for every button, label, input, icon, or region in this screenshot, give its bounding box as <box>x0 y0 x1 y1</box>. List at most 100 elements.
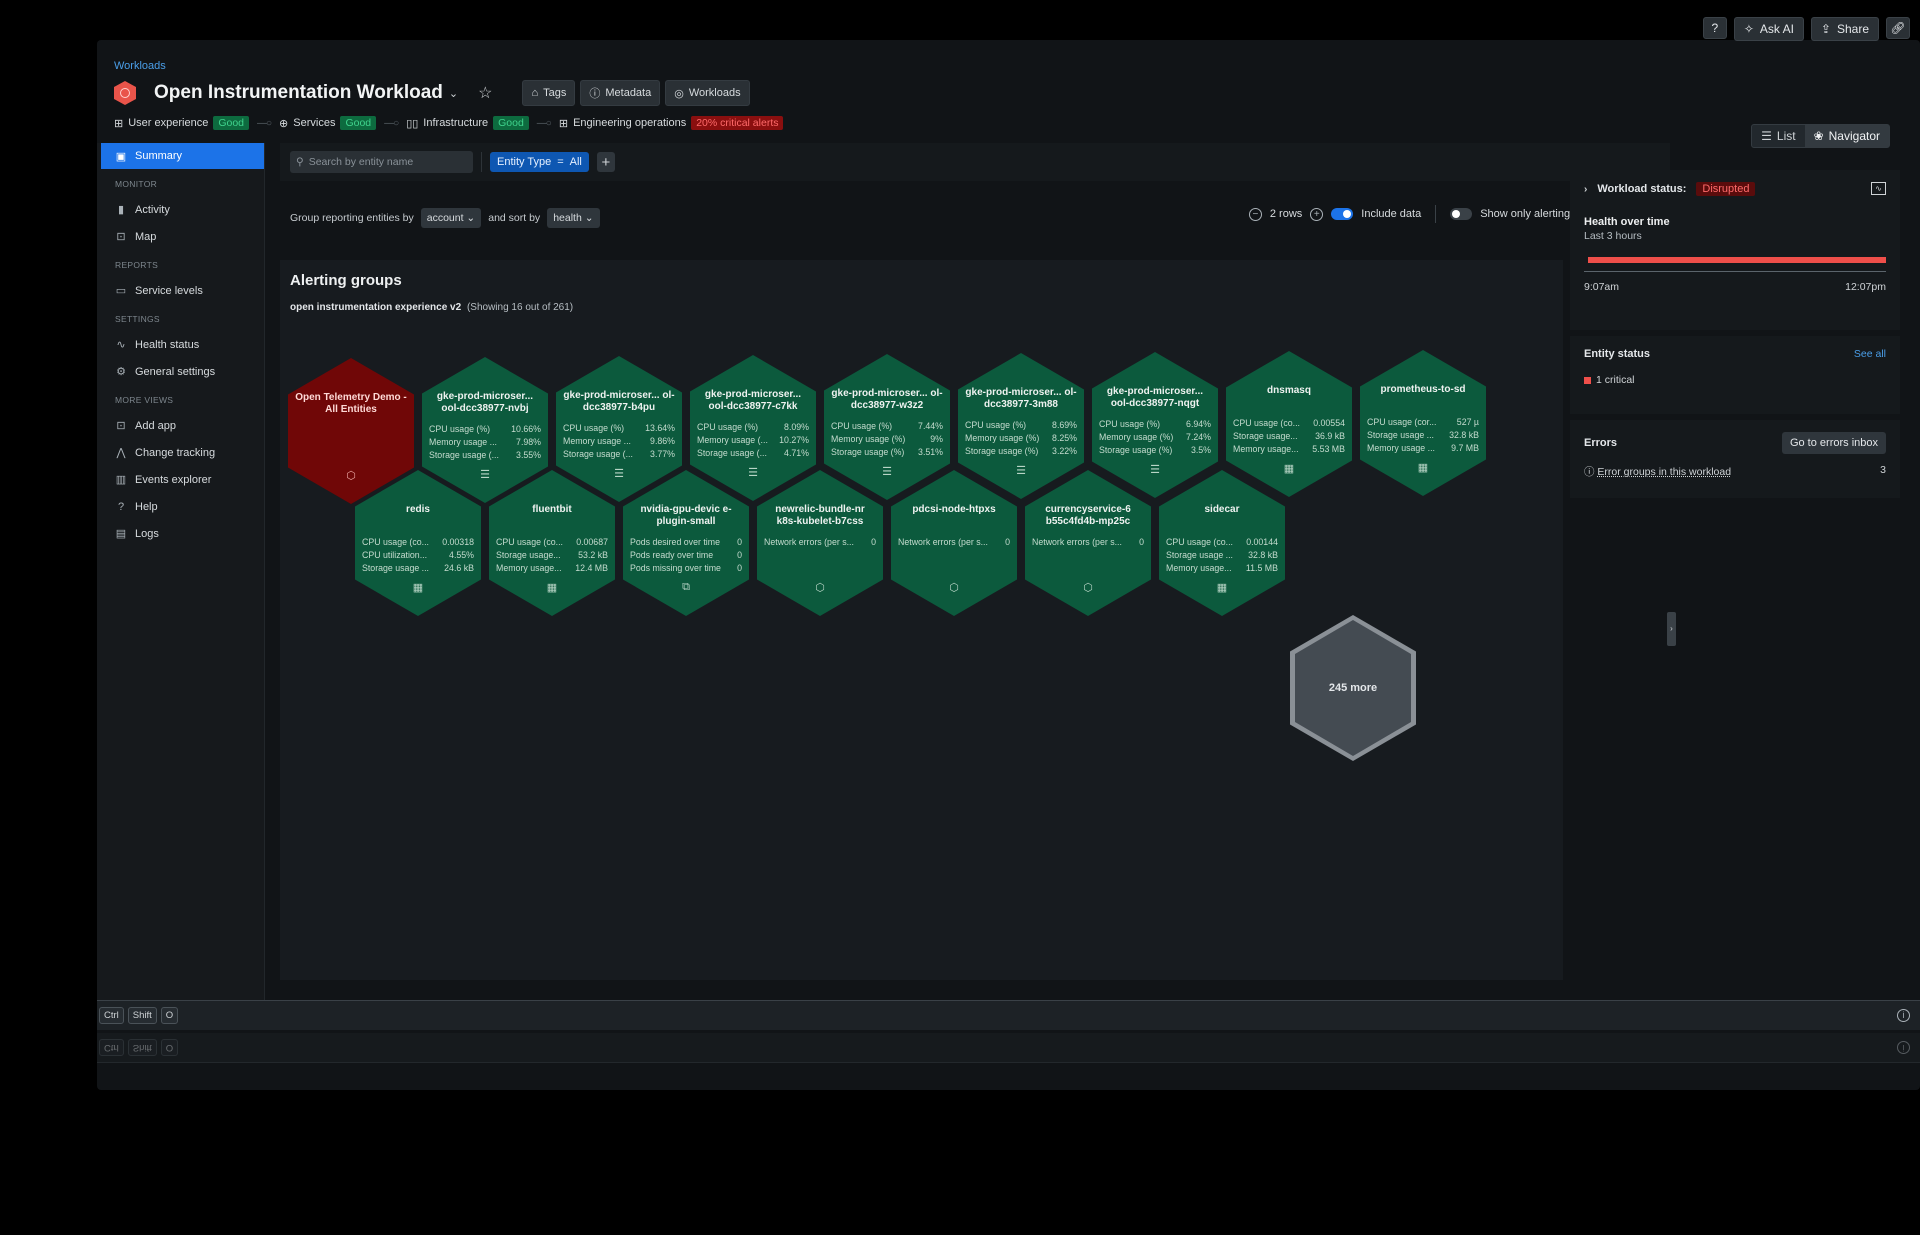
metric-row: Memory usage...11.5 MB <box>1166 562 1278 575</box>
collapse-panel-handle[interactable]: › <box>1667 612 1676 646</box>
help-button[interactable]: ? <box>1702 17 1727 39</box>
entity-type-filter-chip[interactable]: Entity Type = All <box>490 152 589 172</box>
metric-row: Network errors (per s...0 <box>1032 536 1144 549</box>
decrease-rows-button[interactable]: − <box>1248 207 1262 221</box>
chip-operator: = <box>557 156 564 168</box>
entity-name: newrelic-bundle-nr k8s-kubelet-b7css <box>775 504 865 527</box>
metric-label: CPU usage (co... <box>496 537 563 547</box>
key-ctrl: Ctrl <box>99 1039 124 1056</box>
increase-rows-button[interactable]: + <box>1310 207 1324 221</box>
metric-value: 36.9 kB <box>1315 431 1345 441</box>
health-user-experience[interactable]: ⊞ User experience Good <box>114 116 249 130</box>
sidebar-item-logs[interactable]: ▤ Logs <box>97 520 264 547</box>
error-groups-link[interactable]: Error groups in this workload <box>1597 466 1732 478</box>
metric-value: 8.69% <box>1052 420 1077 430</box>
chart-icon[interactable]: ∿ <box>1871 182 1886 195</box>
metadata-button[interactable]: ⓘ Metadata <box>580 80 661 106</box>
sidebar-item-events-explorer[interactable]: ▥ Events explorer <box>97 466 264 493</box>
workloads-button[interactable]: ◎ Workloads <box>665 80 750 106</box>
sidebar-item-change-tracking[interactable]: ⋀ Change tracking <box>97 439 264 466</box>
metric-label: Memory usage (%) <box>1099 432 1174 442</box>
info-icon[interactable]: i <box>1897 1009 1910 1022</box>
sort-by-dropdown[interactable]: health ⌄ <box>547 208 600 228</box>
entity-type-icon: ☰ <box>748 467 758 479</box>
metric-value: 0.00687 <box>576 537 608 547</box>
share-button[interactable]: ⇪ Share <box>1810 17 1879 41</box>
share-icon: ⇪ <box>1820 22 1831 36</box>
more-entities-hex[interactable]: 245 more <box>1290 615 1416 761</box>
sidebar-item-map[interactable]: ⊡ Map <box>97 223 264 250</box>
metric-value: 7.44% <box>918 421 943 431</box>
health-timeline-bar[interactable] <box>1588 257 1886 263</box>
entity-metrics: CPU usage (%)6.94%Memory usage (%)7.24%S… <box>1099 418 1211 457</box>
group-by-dropdown[interactable]: account ⌄ <box>420 208 482 228</box>
health-services[interactable]: ⊕ Services Good <box>279 116 377 130</box>
entity-name: pdcsi-node-htpxs <box>912 504 996 515</box>
divider <box>1435 205 1437 223</box>
entity-name: gke-prod-microser... ol-dcc38977-w3z2 <box>831 388 943 411</box>
health-label: User experience <box>128 117 209 129</box>
health-infrastructure[interactable]: ▯▯ Infrastructure Good <box>406 116 529 130</box>
sidebar-item-help[interactable]: ? Help <box>97 493 264 520</box>
metric-row: Memory usage...12.4 MB <box>496 562 608 575</box>
list-label: List <box>1776 129 1796 143</box>
breadcrumb-workloads[interactable]: Workloads <box>114 60 166 72</box>
navigator-view-button[interactable]: ❀ Navigator <box>1804 125 1889 147</box>
metadata-label: Metadata <box>605 87 652 99</box>
metric-row: CPU usage (cor...527 µ <box>1367 416 1479 429</box>
entity-metrics: Network errors (per s...0 <box>1032 536 1144 549</box>
go-to-errors-inbox-button[interactable]: Go to errors inbox <box>1781 432 1886 454</box>
workloads-label: Workloads <box>688 87 741 99</box>
title-dropdown-chevron-icon[interactable]: ⌄ <box>448 87 459 100</box>
include-data-toggle[interactable] <box>1331 208 1354 220</box>
entity-type-icon: ▦ <box>1417 462 1429 474</box>
health-engineering-operations[interactable]: ⊞ Engineering operations 20% critical al… <box>559 116 784 130</box>
copy-link-button[interactable]: 🔗︎ <box>1886 17 1910 39</box>
sidebar-item-health-status[interactable]: ∿ Health status <box>97 331 264 358</box>
ask-ai-button[interactable]: ✧ Ask AI <box>1733 17 1804 41</box>
metric-row: Storage usage...53.2 kB <box>496 549 608 562</box>
expand-chevron-icon[interactable]: › <box>1584 183 1588 195</box>
top-right-actions: ? ✧ Ask AI ⇪ Share 🔗︎ <box>1702 17 1910 41</box>
sidebar-item-summary[interactable]: ▣ Summary <box>101 143 264 169</box>
metric-value: 7.98% <box>516 437 541 447</box>
group-by-label: Group reporting entities by <box>290 212 414 224</box>
sidebar-item-activity[interactable]: ▮ Activity <box>97 196 264 223</box>
chip-value: All <box>569 156 582 168</box>
workload-status-label: Workload status: <box>1597 183 1687 195</box>
sidebar-item-service-levels[interactable]: ▭ Service levels <box>97 277 264 304</box>
filter-bar: ⚲ Search by entity name Entity Type = Al… <box>280 143 1670 181</box>
sidebar-item-add-app[interactable]: ⊡ Add app <box>97 412 264 439</box>
favorite-star-icon[interactable]: ☆ <box>478 85 493 102</box>
see-all-link[interactable]: See all <box>1853 348 1886 360</box>
metric-value: 8.09% <box>784 422 809 432</box>
metric-label: CPU usage (%) <box>831 421 893 431</box>
add-filter-button[interactable]: + <box>596 152 615 172</box>
sidebar-item-general-settings[interactable]: ⚙ General settings <box>97 358 264 385</box>
tags-button[interactable]: ⌂ Tags <box>522 80 576 106</box>
search-input[interactable]: ⚲ Search by entity name <box>290 151 473 173</box>
alerting-only-toggle[interactable] <box>1450 208 1473 220</box>
health-status-icon: ∿ <box>116 339 126 351</box>
entity-hex[interactable]: Open Telemetry Demo - All Entities⬡ <box>288 358 414 504</box>
metric-row: CPU usage (%)8.69% <box>965 419 1077 432</box>
sidebar-item-label: Add app <box>135 419 176 432</box>
list-view-button[interactable]: ☰ List <box>1752 125 1804 147</box>
logs-icon: ▤ <box>115 528 127 540</box>
